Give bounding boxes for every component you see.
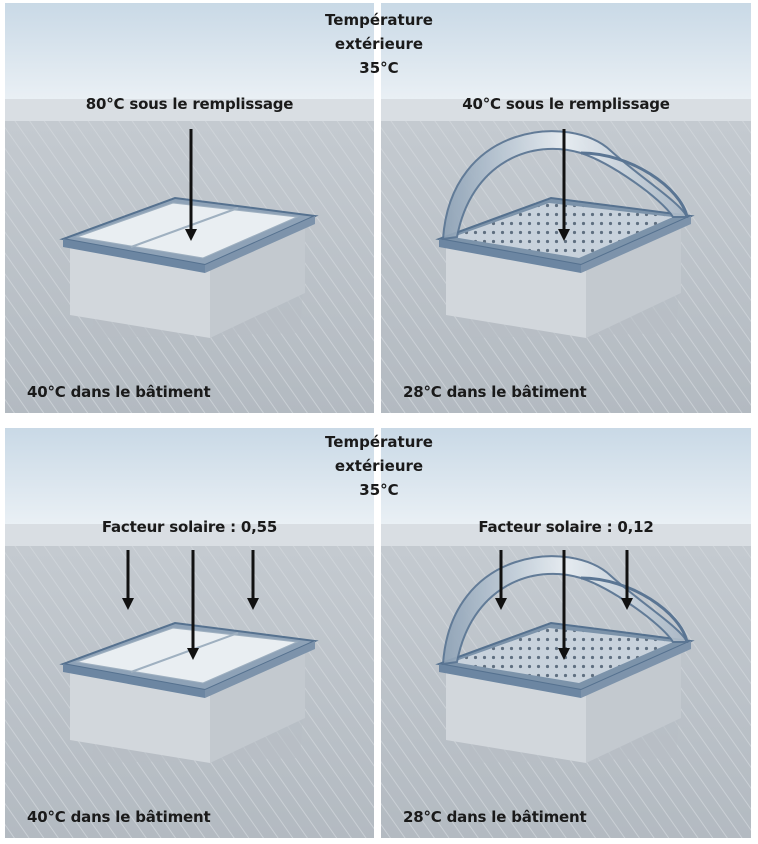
panel-bottom-label: 28°C dans le bâtiment bbox=[403, 808, 587, 826]
arrow-group bbox=[495, 550, 633, 660]
panel-top-label: 40°C sous le remplissage bbox=[462, 95, 670, 113]
arrow-head bbox=[621, 598, 633, 610]
panel-row2-right: Facteur solaire : 0,12 28°C dans le bâti… bbox=[381, 428, 751, 838]
arrow-group bbox=[185, 129, 197, 241]
arrow-head bbox=[185, 229, 197, 241]
center-line: Température bbox=[325, 11, 433, 29]
center-line: 35°C bbox=[359, 481, 399, 499]
arrow-group bbox=[558, 129, 570, 241]
center-line: Température bbox=[325, 433, 433, 451]
outside-temperature-label: Température extérieure 35°C bbox=[309, 8, 449, 80]
arrow-head bbox=[558, 229, 570, 241]
panel-bottom-label: 40°C dans le bâtiment bbox=[27, 808, 211, 826]
panel-row1-right: 40°C sous le remplissage 28°C dans le bâ… bbox=[381, 3, 751, 413]
panel-row1-left: 80°C sous le remplissage 40°C dans le bâ… bbox=[5, 3, 374, 413]
arrow-group bbox=[122, 550, 259, 660]
arrow-head bbox=[187, 648, 199, 660]
panel-bottom-label: 40°C dans le bâtiment bbox=[27, 383, 211, 401]
scene-flat-skylight bbox=[5, 428, 374, 838]
scene-dome-skylight bbox=[381, 3, 751, 413]
arrow-head bbox=[122, 598, 134, 610]
center-line: 35°C bbox=[359, 59, 399, 77]
scene-dome-skylight bbox=[381, 428, 751, 838]
panel-bottom-label: 28°C dans le bâtiment bbox=[403, 383, 587, 401]
panel-top-label: 80°C sous le remplissage bbox=[85, 95, 294, 113]
arrow-head bbox=[495, 598, 507, 610]
panel-top-label: Facteur solaire : 0,12 bbox=[478, 518, 654, 536]
arrow-head bbox=[247, 598, 259, 610]
center-line: extérieure bbox=[334, 457, 424, 475]
outside-temperature-label: Température extérieure 35°C bbox=[309, 430, 449, 502]
panel-top-label: Facteur solaire : 0,55 bbox=[101, 518, 278, 536]
center-line: extérieure bbox=[334, 35, 424, 53]
panel-row2-left: Facteur solaire : 0,55 40°C dans le bâti… bbox=[5, 428, 374, 838]
arrow-head bbox=[558, 648, 570, 660]
